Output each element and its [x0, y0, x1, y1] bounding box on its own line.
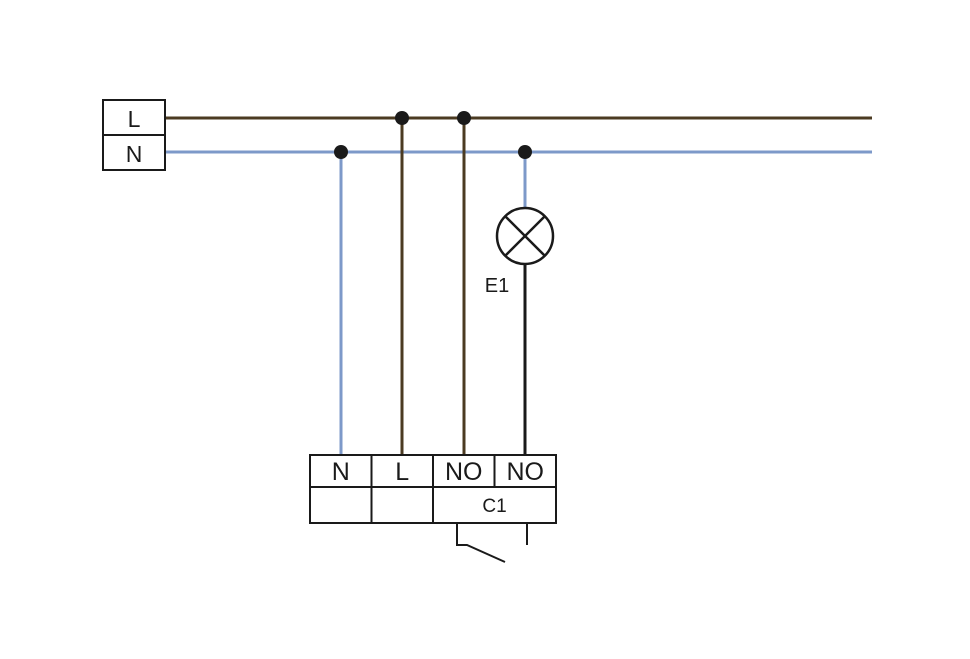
- junction-dot: [395, 111, 409, 125]
- supply-box: L N: [102, 99, 166, 171]
- lamp-symbol: E1: [485, 206, 555, 297]
- terminal-block: N L NO NO: [309, 454, 557, 488]
- junction-dot: [457, 111, 471, 125]
- lamp-cross-line: [504, 215, 546, 257]
- supply-neutral-label: N: [126, 141, 143, 167]
- relay-device-label: C1: [482, 496, 506, 517]
- empty-cell: [370, 486, 434, 524]
- supply-live-label: L: [128, 106, 141, 132]
- junction-dot: [334, 145, 348, 159]
- device-row: C1: [309, 486, 557, 524]
- supply-cell-live: [102, 99, 166, 136]
- terminal-label-no2: NO: [507, 458, 545, 486]
- terminal-label-no1: NO: [445, 458, 483, 486]
- relay-device-box: [432, 486, 557, 524]
- terminal-cell: [370, 454, 434, 488]
- supply-cell-neutral: [102, 134, 166, 171]
- junction-dot: [518, 145, 532, 159]
- terminal-label-n: N: [332, 458, 350, 486]
- lamp-label: E1: [485, 275, 509, 297]
- relay-contact-symbol: [456, 523, 528, 563]
- empty-cell: [309, 486, 373, 524]
- terminal-label-l: L: [395, 458, 409, 486]
